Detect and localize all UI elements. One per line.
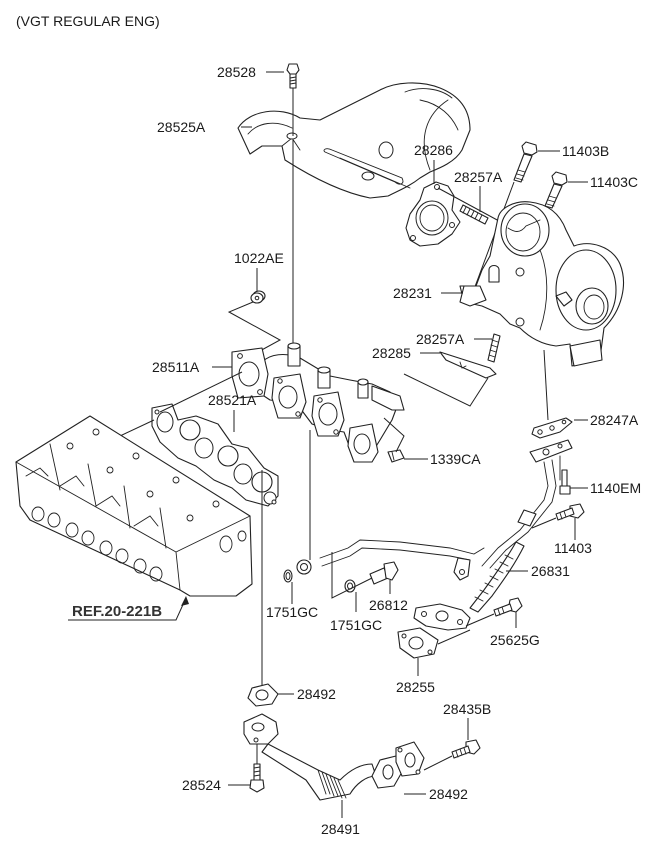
bolt-1140EM[interactable] [559,469,571,495]
bolt-11403B[interactable] [513,141,538,183]
part-label-28286[interactable]: 28286 [414,142,453,158]
gasket-28286[interactable] [405,181,461,247]
manifold-gasket-28521A[interactable] [151,403,279,507]
reference-arrow-icon [181,596,189,606]
bolt-25625G[interactable] [493,597,523,617]
gasket-28285[interactable] [439,351,497,379]
leader-25625G-axis [465,613,495,627]
part-label-1751GC-left[interactable]: 1751GC [266,604,318,620]
part-label-1339CA[interactable]: 1339CA [430,451,481,467]
part-label-28491[interactable]: 28491 [321,821,360,837]
part-label-1022AE[interactable]: 1022AE [234,250,284,266]
part-label-28257A-top[interactable]: 28257A [454,169,503,185]
part-label-28247A[interactable]: 28247A [590,412,639,428]
exhaust-manifold-28511A[interactable] [231,342,405,463]
part-label-1140EM[interactable]: 1140EM [590,480,641,496]
part-label-28285[interactable]: 28285 [372,345,411,361]
part-label-11403[interactable]: 11403 [554,540,592,556]
part-label-28525A[interactable]: 28525A [157,119,206,135]
cylinder-head-ref[interactable] [15,415,253,597]
banjo-union[interactable] [296,559,312,575]
part-label-26831[interactable]: 26831 [531,563,570,579]
leader-28285-bracket [403,373,489,407]
stud-28257A-top[interactable] [459,204,489,225]
leader-11403-axis [531,517,557,529]
washer-1751GC-left[interactable] [283,569,293,583]
gasket-28492-top[interactable] [247,683,279,707]
stud-28257A-bottom[interactable] [487,333,501,363]
washer-1751GC-right[interactable] [344,579,356,593]
bolt-11403C[interactable] [544,171,568,209]
leader-1339CA-bracket [383,417,405,453]
part-label-28435B[interactable]: 28435B [443,701,491,717]
reference-label[interactable]: REF.20-221B [72,603,162,620]
gasket-28255[interactable] [397,627,439,659]
part-label-28231[interactable]: 28231 [393,285,432,301]
part-label-28492-top[interactable]: 28492 [297,686,336,702]
part-label-28257A-bottom[interactable]: 28257A [416,331,465,347]
part-label-25625G[interactable]: 25625G [490,632,540,648]
turbocharger-28231[interactable] [459,201,624,367]
nut-1339CA[interactable] [387,449,405,463]
part-label-1751GC-right[interactable]: 1751GC [330,617,382,633]
part-label-28255[interactable]: 28255 [396,679,435,695]
part-label-28521A[interactable]: 28521A [208,392,257,408]
bolt-28528[interactable] [286,63,300,89]
part-label-11403B[interactable]: 11403B [562,143,609,159]
oil-feed-pipe-26831[interactable] [319,439,573,631]
bolt-28435B[interactable] [451,739,481,759]
part-label-28492-bottom[interactable]: 28492 [429,786,468,802]
leader-28435B-axis [423,755,453,771]
leader-turbo-to-oilpipe [543,349,549,421]
banjo-bolt-26812[interactable] [369,561,399,585]
part-label-26812[interactable]: 26812 [369,597,408,613]
part-label-11403C[interactable]: 11403C [590,174,638,190]
leader-gasket-manifold [159,371,243,413]
leader-1022AE-bracket [227,301,282,353]
part-label-28511A[interactable]: 28511A [152,359,200,375]
diagram-title: (VGT REGULAR ENG) [16,13,160,29]
leader-head-gasket [119,419,155,437]
bolt-11403[interactable] [555,503,585,521]
part-label-28528[interactable]: 28528 [217,64,256,80]
bolt-28524[interactable] [249,763,265,793]
heat-shield-28525A[interactable] [237,82,471,199]
leader-gasket-flange [437,629,471,645]
nut-1022AE[interactable] [250,290,266,304]
leader-bracket-1751GC-right [331,552,373,599]
gasket-28247A[interactable] [531,417,573,439]
part-label-28524[interactable]: 28524 [182,777,221,793]
leader-11403B-axis [469,181,515,301]
oil-return-pipe-28491[interactable] [243,713,425,801]
